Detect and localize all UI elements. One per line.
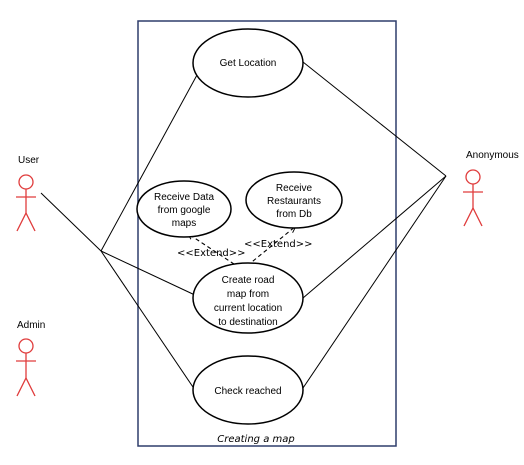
use-case-label: Check reached <box>214 386 281 397</box>
use-case-label: current location <box>214 303 282 314</box>
actor-admin <box>16 338 36 397</box>
use-case-label: from Db <box>276 209 312 220</box>
extend-line-receive-data <box>187 233 241 269</box>
system-boundary <box>137 20 397 447</box>
use-case-label: map from <box>227 289 269 300</box>
use-case-check-reached: Check reached <box>192 355 304 425</box>
use-case-label: Create road <box>222 275 275 286</box>
actor-head <box>465 169 481 185</box>
assoc-anon-create-road-map <box>302 175 447 299</box>
use-case-label: to destination <box>218 317 278 328</box>
use-case-label: Receive <box>276 183 313 194</box>
use-case-label: Restaurants <box>267 196 321 207</box>
association-lines <box>40 61 447 394</box>
use-case-label: Get Location <box>220 58 277 69</box>
use-case-create-road-map: Create road map from current location to… <box>192 262 304 334</box>
assoc-anon-get-location <box>302 61 447 177</box>
actor-head <box>18 174 34 190</box>
use-case-get-location: Get Location <box>192 28 304 98</box>
assoc-junction-create-road-map <box>100 250 198 297</box>
actor-label-user: User <box>18 155 40 166</box>
assoc-junction-get-location <box>100 74 198 252</box>
actor-label-admin: Admin <box>17 320 45 331</box>
system-title: Creating a map <box>217 434 294 445</box>
use-case-receive-restaurants: Receive Restaurants from Db <box>245 171 343 229</box>
actor-label-anonymous: Anonymous <box>466 150 519 161</box>
extend-label-right: <<Extend>> <box>244 239 313 250</box>
use-case-label: from google <box>158 205 211 216</box>
assoc-anon-check-reached <box>302 175 447 389</box>
use-case-label: Receive Data <box>154 192 214 203</box>
actor-anonymous <box>463 169 483 227</box>
extend-line-receive-restaurants <box>241 226 296 271</box>
assoc-junction-check-reached <box>100 250 198 394</box>
actor-head <box>18 338 34 354</box>
use-case-receive-data: Receive Data from google maps <box>136 180 232 238</box>
use-case-label: maps <box>172 218 196 229</box>
assoc-user-junction <box>40 192 102 252</box>
actor-user <box>16 174 36 232</box>
extend-label-left: <<Extend>> <box>177 248 246 259</box>
extend-relations <box>187 226 296 271</box>
